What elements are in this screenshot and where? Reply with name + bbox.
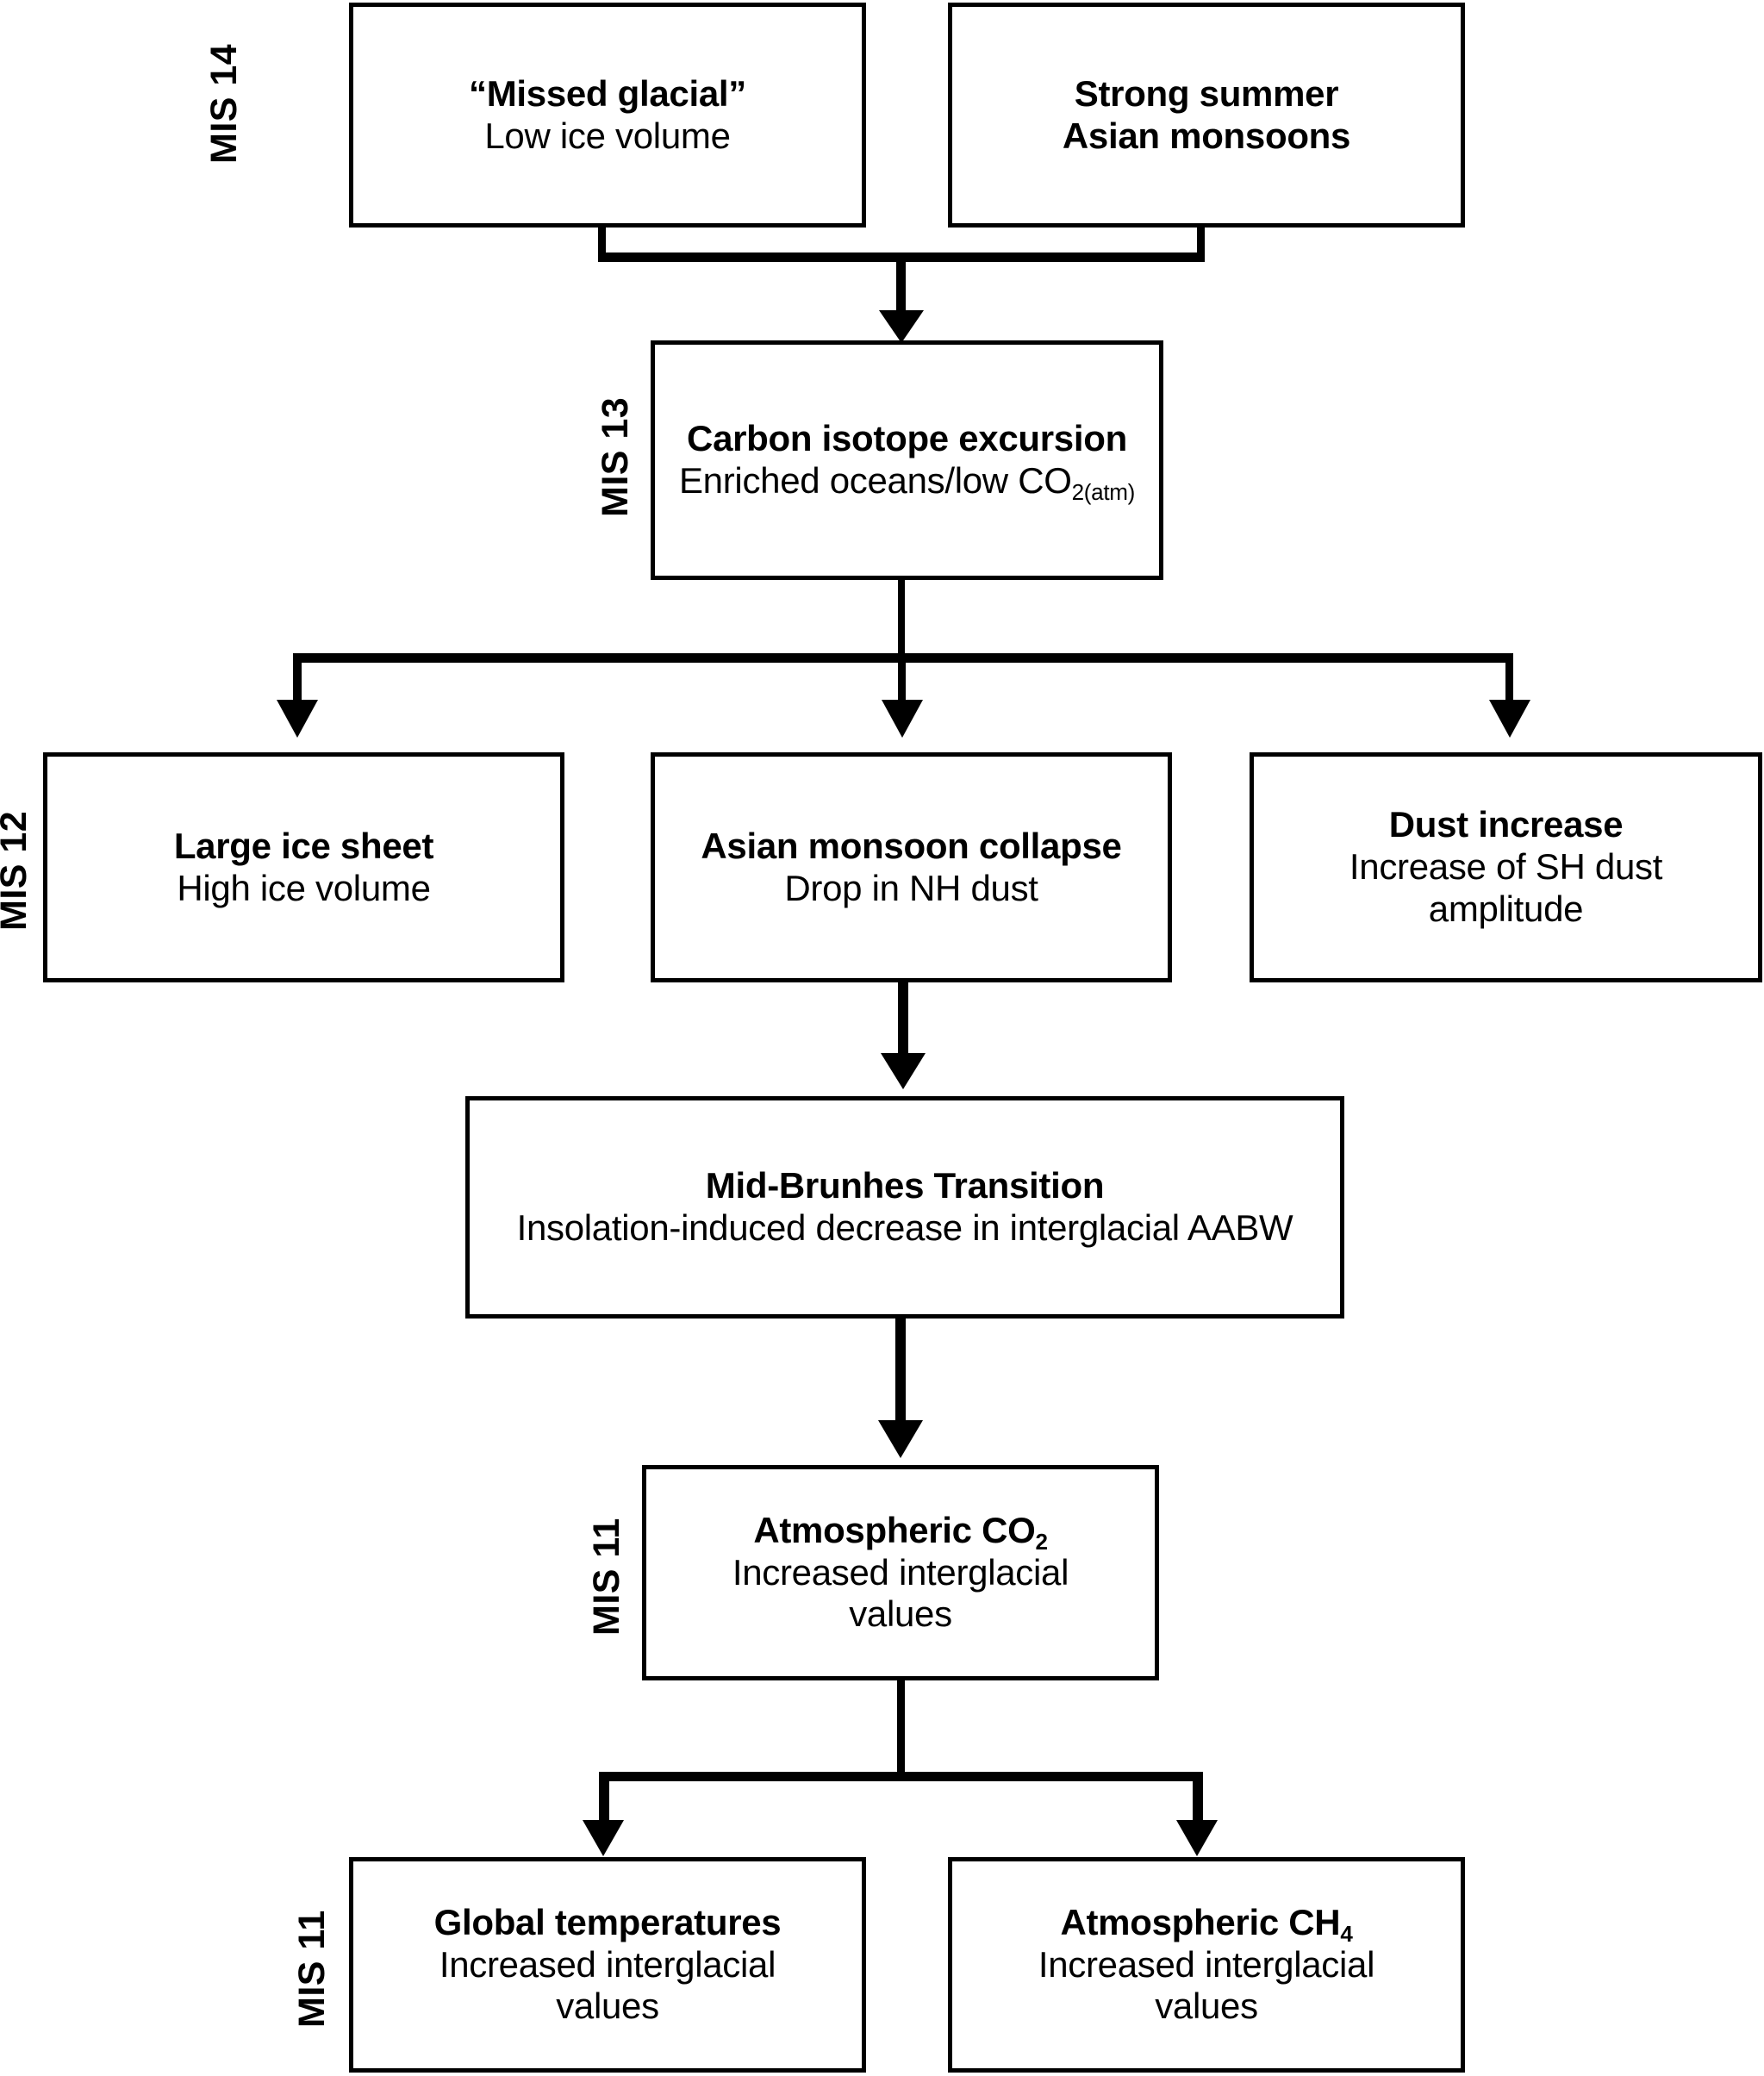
connector-mbt-to-co2-shaft (895, 1319, 906, 1424)
connector-merge-arrowhead (879, 310, 924, 343)
node-carbon-isotope-sub-subscript: 2(atm) (1071, 478, 1136, 505)
node-atmospheric-ch4-subtitle-line2: values (1155, 1986, 1258, 2027)
node-missed-glacial-title: “Missed glacial” (469, 72, 746, 114)
connector-split3-center-arrowhead (882, 700, 923, 738)
node-carbon-isotope-subtitle: Enriched oceans/low CO2(atm) (678, 460, 1136, 505)
node-global-temperatures-subtitle-line1: Increased interglacial (439, 1943, 776, 1985)
connector-monsoon-to-mbt-shaft (898, 982, 908, 1057)
connector-split3-left-shaft (293, 653, 302, 707)
stage-label-mis-13: MIS 13 (595, 396, 636, 517)
node-carbon-isotope-title: Carbon isotope excursion (687, 418, 1127, 459)
connector-split2-left-shaft (599, 1772, 609, 1827)
stage-label-mis-11-co2: MIS 11 (586, 1518, 627, 1636)
node-atmospheric-ch4-title: Atmospheric CH4 (1060, 1901, 1353, 1947)
node-strong-summer-asian-monsoons: Strong summer Asian monsoons (948, 3, 1465, 228)
node-atmospheric-ch4: Atmospheric CH4 Increased interglacial v… (948, 1857, 1465, 2073)
node-atmospheric-co2-title-subscript: 2 (1035, 1528, 1048, 1555)
connector-split2-down-stem (897, 1680, 905, 1780)
node-asian-monsoon-collapse: Asian monsoon collapse Drop in NH dust (651, 752, 1172, 982)
connector-split3-right-shaft (1505, 653, 1513, 707)
connector-merge-stub-right (1197, 228, 1205, 260)
node-dust-increase-subtitle-line1: Increase of SH dust (1349, 846, 1663, 888)
node-atmospheric-co2-title-prefix: Atmospheric CO (753, 1509, 1036, 1550)
node-atmospheric-co2: Atmospheric CO2 Increased interglacial v… (642, 1465, 1159, 1680)
node-strong-monsoons-line2: Asian monsoons (1062, 115, 1351, 156)
node-monsoon-collapse-subtitle: Drop in NH dust (784, 867, 1038, 908)
node-missed-glacial: “Missed glacial” Low ice volume (349, 3, 866, 228)
node-atmospheric-ch4-title-prefix: Atmospheric CH (1060, 1901, 1341, 1942)
node-mid-brunhes-title: Mid-Brunhes Transition (705, 1165, 1105, 1206)
node-strong-monsoons-line1: Strong summer (1074, 72, 1339, 114)
node-atmospheric-co2-subtitle-line2: values (849, 1593, 952, 1635)
connector-split3-right-arrowhead (1489, 700, 1530, 738)
node-dust-increase-title: Dust increase (1388, 804, 1624, 845)
connector-split3-center-shaft (898, 653, 906, 707)
node-large-ice-sheet: Large ice sheet High ice volume (43, 752, 564, 982)
node-global-temperatures-title: Global temperatures (433, 1901, 782, 1942)
node-atmospheric-co2-title: Atmospheric CO2 (753, 1509, 1048, 1555)
node-large-ice-sheet-subtitle: High ice volume (177, 867, 431, 908)
connector-split2-bar (599, 1772, 1202, 1781)
stage-label-mis-14: MIS 14 (203, 43, 245, 164)
node-global-temperatures-subtitle-line2: values (556, 1986, 659, 2027)
node-missed-glacial-subtitle: Low ice volume (484, 115, 731, 156)
node-carbon-isotope-sub-prefix: Enriched oceans/low CO (678, 460, 1072, 501)
stage-label-mis-12: MIS 12 (0, 810, 34, 931)
node-large-ice-sheet-title: Large ice sheet (173, 825, 434, 866)
connector-split2-right-arrowhead (1176, 1820, 1218, 1856)
node-dust-increase-subtitle-line2: amplitude (1428, 888, 1584, 929)
node-atmospheric-ch4-subtitle-line1: Increased interglacial (1038, 1943, 1375, 1985)
connector-mbt-to-co2-arrowhead (878, 1420, 923, 1458)
node-atmospheric-ch4-title-subscript: 4 (1340, 1920, 1353, 1947)
connector-monsoon-to-mbt-arrowhead (881, 1053, 926, 1089)
connector-merge-stub-left (598, 228, 606, 260)
connector-split2-right-shaft (1193, 1772, 1203, 1827)
node-dust-increase: Dust increase Increase of SH dust amplit… (1250, 752, 1762, 982)
node-carbon-isotope-excursion: Carbon isotope excursion Enriched oceans… (651, 340, 1163, 580)
node-mid-brunhes-transition: Mid-Brunhes Transition Insolation-induce… (465, 1096, 1344, 1319)
node-monsoon-collapse-title: Asian monsoon collapse (701, 825, 1122, 866)
connector-merge-down-shaft (896, 255, 906, 317)
connector-split3-left-arrowhead (277, 700, 318, 738)
node-global-temperatures: Global temperatures Increased interglaci… (349, 1857, 866, 2073)
connector-split2-left-arrowhead (583, 1820, 624, 1856)
connector-split3-down-stem (898, 580, 905, 675)
stage-label-mis-11-bottom: MIS 11 (291, 1910, 333, 2029)
node-mid-brunhes-subtitle: Insolation-induced decrease in interglac… (516, 1207, 1293, 1248)
node-atmospheric-co2-subtitle-line1: Increased interglacial (732, 1551, 1069, 1593)
